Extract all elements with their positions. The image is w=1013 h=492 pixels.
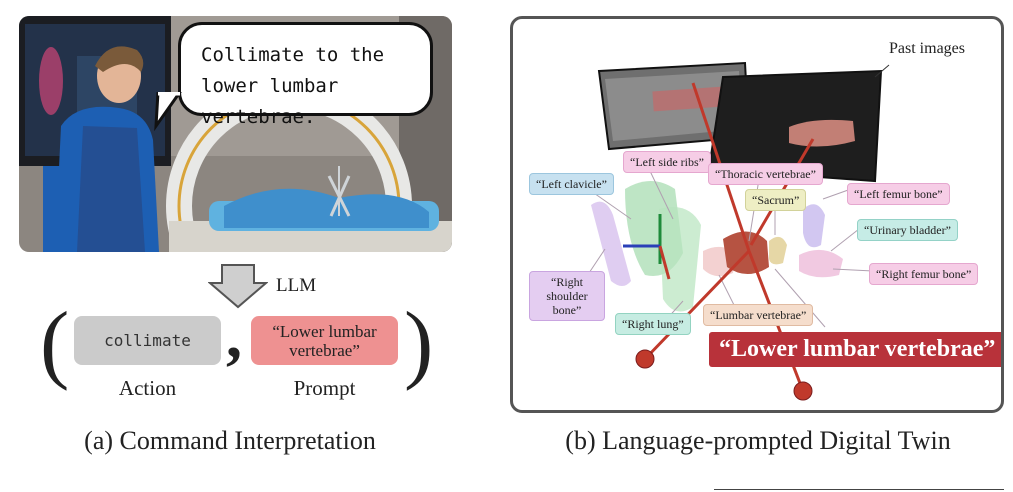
label-left-clavicle: “Left clavicle” — [529, 173, 614, 195]
label-sacrum: “Sacrum” — [745, 189, 807, 211]
tuple-comma: , — [226, 300, 242, 371]
left-parenthesis: ( — [40, 295, 70, 392]
past-xray-image-1 — [597, 61, 751, 151]
down-arrow-icon — [208, 264, 268, 309]
prompt-box: “Lower lumbar vertebrae” — [251, 316, 398, 365]
bladder-mesh — [799, 249, 843, 278]
prompt-label: Prompt — [293, 376, 356, 400]
llm-label: LLM — [276, 275, 317, 296]
shoulder-mesh — [591, 201, 631, 286]
label-left-side-ribs: “Left side ribs” — [623, 151, 711, 173]
label-thoracic-vertebrae: “Thoracic vertebrae” — [708, 163, 823, 185]
right-parenthesis: ) — [404, 295, 434, 392]
past-images-label: Past images — [889, 40, 965, 57]
action-box: collimate — [74, 316, 221, 365]
rib-mesh — [659, 207, 701, 312]
label-right-lung: “Right lung” — [615, 313, 691, 335]
label-lumbar-vertebrae: “Lumbar vertebrae” — [703, 304, 814, 326]
speech-bubble-tail — [154, 92, 182, 132]
caption-command-interpretation: (a) Command Interpretation — [84, 426, 376, 455]
bottom-rule — [714, 489, 1004, 490]
label-lower-lumbar-vertebrae: “Lower lumbar vertebrae” — [709, 332, 1001, 367]
past-xray-image-2 — [707, 69, 883, 183]
label-left-femur-bone: “Left femur bone” — [847, 183, 950, 205]
caption-language-prompted-digital-twin: (b) Language-prompted Digital Twin — [565, 426, 951, 455]
action-label: Action — [118, 376, 177, 400]
voice-command-text: Collimate to the lower lumbar vertebrae. — [201, 44, 385, 128]
label-right-shoulder-bone: “Right shoulder bone” — [529, 271, 605, 321]
sacrum-mesh — [769, 236, 787, 265]
digital-twin-panel: Past images “Left side ribs” “Thoracic v… — [510, 16, 1004, 413]
label-urinary-bladder: “Urinary bladder” — [857, 219, 958, 241]
femur-mesh — [803, 204, 825, 248]
speech-bubble: Collimate to the lower lumbar vertebrae. — [178, 22, 433, 128]
label-right-femur-bone: “Right femur bone” — [869, 263, 979, 285]
